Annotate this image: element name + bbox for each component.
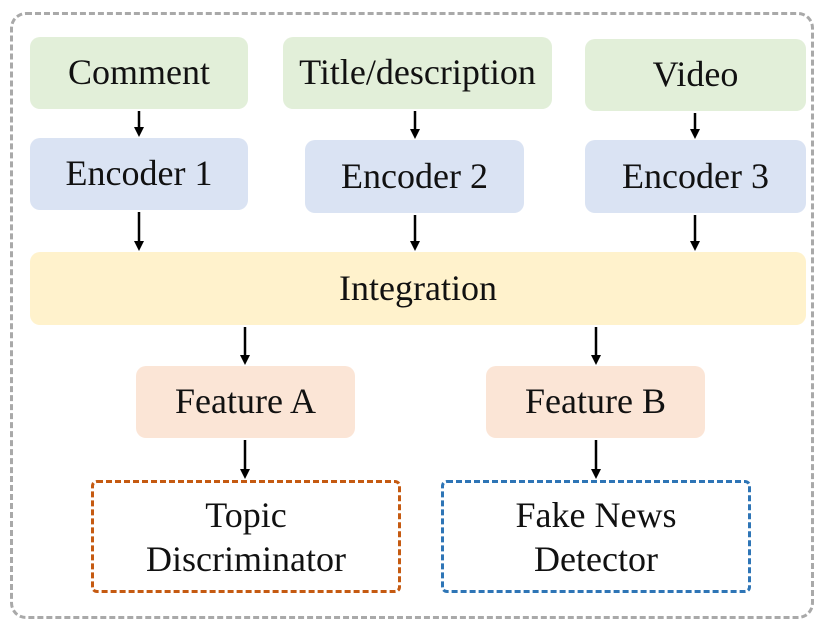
encoder-1-box: Encoder 1 <box>30 138 248 210</box>
video-label: Video <box>652 54 739 95</box>
outer-dashed-frame <box>10 12 814 619</box>
video-input-box: Video <box>585 39 806 111</box>
feature-b-box: Feature B <box>486 366 705 438</box>
encoder-2-box: Encoder 2 <box>305 140 524 213</box>
feature-a-box: Feature A <box>136 366 355 438</box>
topic-discriminator-box: Topic Discriminator <box>91 480 401 593</box>
topic-discriminator-line-2: Discriminator <box>146 538 346 579</box>
feature-a-label: Feature A <box>175 381 316 422</box>
comment-label: Comment <box>68 52 210 93</box>
encoder-3-box: Encoder 3 <box>585 140 806 213</box>
encoder-2-label: Encoder 2 <box>341 155 488 196</box>
integration-box: Integration <box>30 252 806 325</box>
fake-news-detector-box: Fake News Detector <box>441 480 751 593</box>
fake-news-detector-line-1: Fake News <box>515 494 677 535</box>
encoder-1-label: Encoder 1 <box>65 153 213 194</box>
topic-discriminator-line-1: Topic <box>205 494 287 535</box>
comment-input-box: Comment <box>30 37 248 109</box>
fake-news-detector-line-2: Detector <box>534 538 658 579</box>
integration-label: Integration <box>339 267 497 308</box>
feature-b-label: Feature B <box>525 381 666 422</box>
title-description-label: Title/description <box>299 52 536 93</box>
encoder-3-label: Encoder 3 <box>622 155 769 196</box>
title-description-input-box: Title/description <box>283 37 552 109</box>
